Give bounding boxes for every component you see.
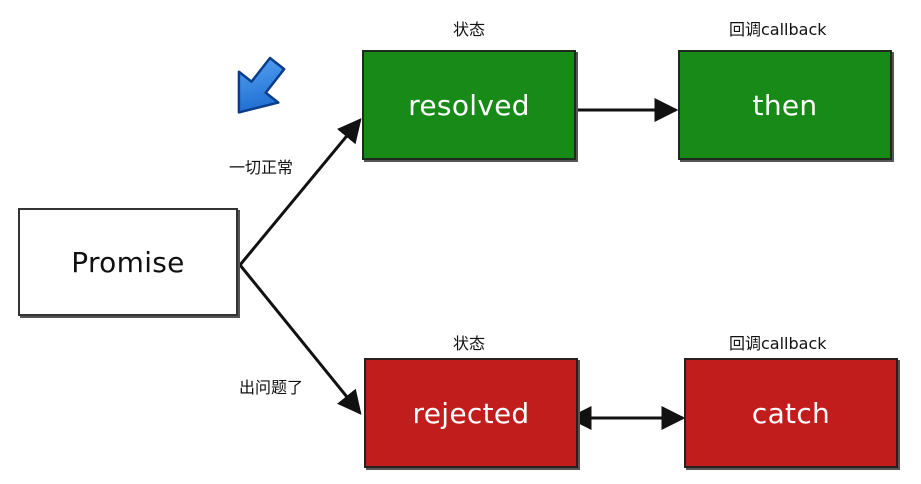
then-node: then	[678, 50, 892, 160]
edge-promise-to-resolved	[238, 118, 362, 266]
promise-node: Promise	[18, 208, 238, 316]
edge-promise-to-rejected	[238, 264, 362, 415]
edge-label-error: 出问题了	[239, 378, 304, 397]
callback-label-top: 回调callback	[729, 20, 827, 39]
catch-node: catch	[684, 358, 898, 468]
state-label-top: 状态	[453, 20, 486, 39]
resolved-node: resolved	[362, 50, 576, 160]
edge-label-ok: 一切正常	[229, 158, 294, 177]
state-label-bottom: 状态	[453, 334, 486, 353]
cursor-arrow-icon	[237, 56, 286, 114]
rejected-node: rejected	[364, 358, 578, 468]
callback-label-bottom: 回调callback	[729, 334, 827, 353]
